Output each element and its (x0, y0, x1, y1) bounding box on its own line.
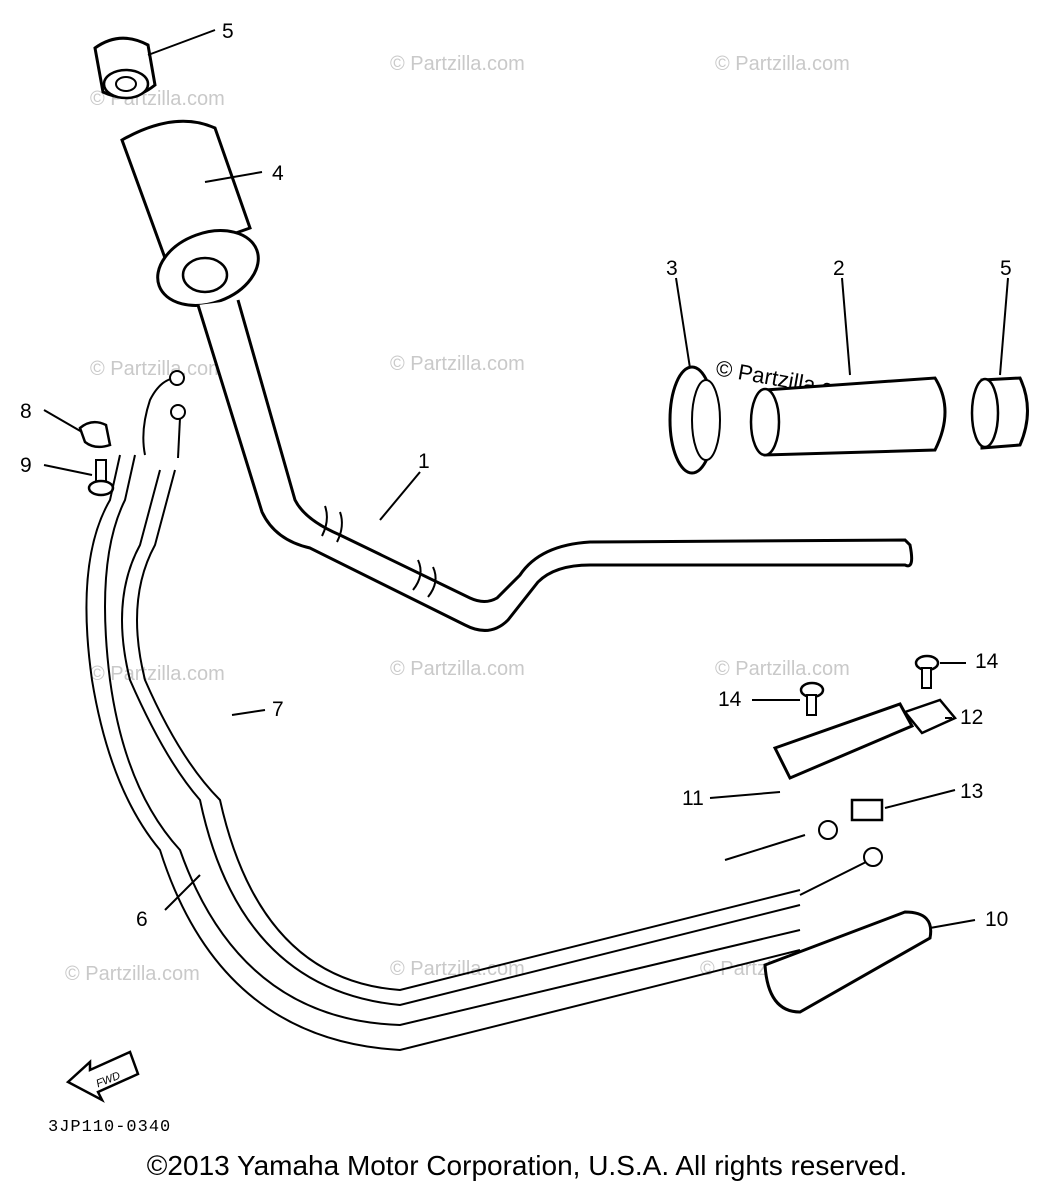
callout-7: 7 (272, 698, 284, 721)
callout-11: 11 (682, 787, 704, 810)
callout-13: 13 (960, 780, 983, 803)
callout-6: 6 (136, 908, 148, 931)
watermark: © Partzilla.com (715, 658, 850, 680)
part-9-screw (87, 459, 115, 497)
part-12-grommet (902, 698, 958, 735)
callout-10: 10 (985, 908, 1008, 931)
part-11-cover (772, 702, 915, 780)
callouts: 5 4 3 2 5 1 8 9 7 6 14 14 12 11 13 10 (20, 20, 1012, 931)
forward-arrow-icon: FWD (65, 1050, 140, 1103)
callout-12: 12 (960, 706, 983, 729)
callout-8: 8 (20, 400, 32, 423)
part-5-bar-end-right (970, 376, 1029, 450)
callout-5: 5 (1000, 257, 1012, 280)
part-10-case (763, 910, 933, 1014)
callout-2: 2 (833, 257, 845, 280)
watermark: © Partzilla.com (390, 658, 525, 680)
diagram-code: 3JP110-0340 (48, 1118, 171, 1137)
watermark: © Partzilla.com (65, 963, 200, 985)
watermark: © Partzilla.com (90, 358, 225, 380)
watermark: © Partzilla.com (390, 353, 525, 375)
callout-4: 4 (272, 162, 284, 185)
part-8-clip (78, 420, 112, 449)
watermark: © Partzilla.com (715, 53, 850, 75)
part-14-screw (799, 654, 940, 716)
part-2-grip-right (749, 376, 947, 457)
part-3-grip-end (668, 365, 721, 475)
part-5-bar-end-left (93, 36, 157, 100)
callout-5: 5 (222, 20, 234, 43)
part-13-spacer (850, 798, 884, 822)
watermark: © Partzilla.com (390, 53, 525, 75)
watermark: © Partzilla.com (90, 663, 225, 685)
callout-14: 14 (975, 650, 999, 673)
leader-lines (43, 29, 1009, 929)
callout-14: 14 (718, 688, 742, 711)
copyright-notice: ©2013 Yamaha Motor Corporation, U.S.A. A… (146, 1150, 908, 1181)
watermark: © Partzilla.com (390, 958, 525, 980)
callout-1: 1 (418, 450, 430, 473)
part-4-grip (120, 119, 260, 307)
callout-9: 9 (20, 454, 32, 477)
cables (85, 370, 883, 1052)
part-1-handlebar (196, 299, 914, 632)
callout-3: 3 (666, 257, 678, 280)
